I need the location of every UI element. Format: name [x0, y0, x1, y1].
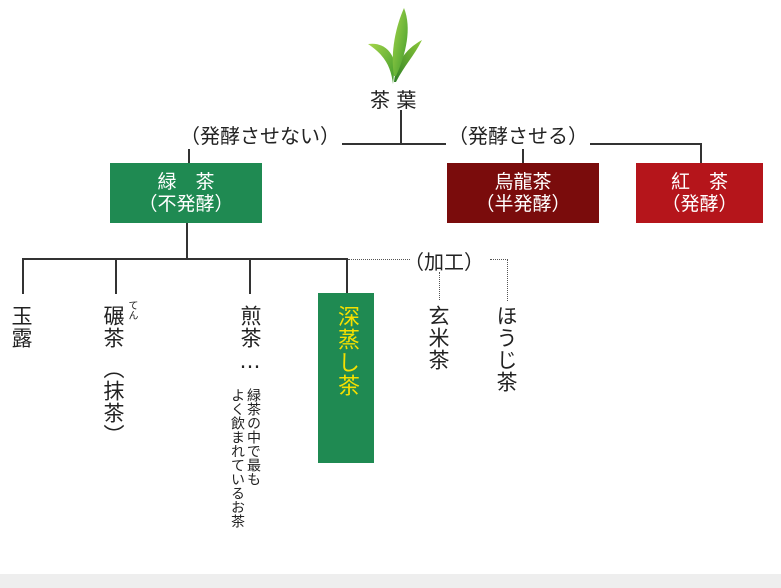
tencha-drop: [115, 258, 117, 294]
green-tea-label: 緑 茶: [157, 171, 215, 193]
fukamushi-label: 深蒸し茶: [334, 305, 359, 397]
genmai-label: 玄米茶: [426, 305, 450, 371]
fermentation-split-line: [188, 143, 700, 145]
tea-leaf-icon: [368, 8, 422, 84]
fukamushi-drop: [346, 258, 348, 294]
green-tea-box: 緑 茶 （不発酵）: [110, 163, 262, 223]
sencha-note-line1: 緑茶の中で最も: [245, 388, 261, 486]
green-tea-children-stem: [186, 223, 188, 259]
fermented-label: （発酵させる）: [446, 120, 590, 149]
black-tea-subtitle: （発酵）: [661, 193, 738, 215]
houji-dotted-drop: [507, 259, 508, 301]
oolong-drop: [522, 143, 524, 163]
root-stem: [400, 110, 402, 144]
bottom-band: [0, 574, 781, 588]
matcha-label: （抹茶）: [101, 358, 125, 446]
green-tea-subtitle: （不発酵）: [138, 193, 234, 215]
black-tea-box: 紅 茶 （発酵）: [636, 163, 763, 223]
sencha-drop: [249, 258, 251, 294]
black-tea-drop: [700, 143, 702, 163]
processing-dotted-right: [490, 259, 508, 260]
houji-label: ほうじ茶: [494, 305, 518, 393]
sencha-note-line2: よく飲まれているお茶: [229, 388, 245, 528]
oolong-tea-box: 烏龍茶 （半発酵）: [447, 163, 599, 223]
gyokuro-label: 玉露: [9, 305, 33, 349]
tencha-ruby: てん: [126, 300, 137, 320]
green-tea-children-bar: [22, 258, 348, 260]
processing-dotted-line: [348, 259, 410, 260]
tencha-label: 碾茶: [101, 305, 125, 349]
oolong-tea-subtitle: （半発酵）: [475, 193, 571, 215]
green-tea-drop: [188, 143, 190, 163]
fukamushi-box: 深蒸し茶: [318, 293, 374, 463]
non-fermented-label: （発酵させない）: [178, 120, 342, 149]
black-tea-label: 紅 茶: [670, 171, 728, 193]
genmai-dotted-drop: [439, 272, 440, 300]
tea-leaf-root-label: 茶 葉: [370, 88, 417, 112]
sencha-label: 煎茶…: [238, 305, 262, 374]
oolong-tea-label: 烏龍茶: [494, 171, 552, 193]
processing-label: （加工）: [404, 250, 484, 274]
gyokuro-drop: [22, 258, 24, 294]
